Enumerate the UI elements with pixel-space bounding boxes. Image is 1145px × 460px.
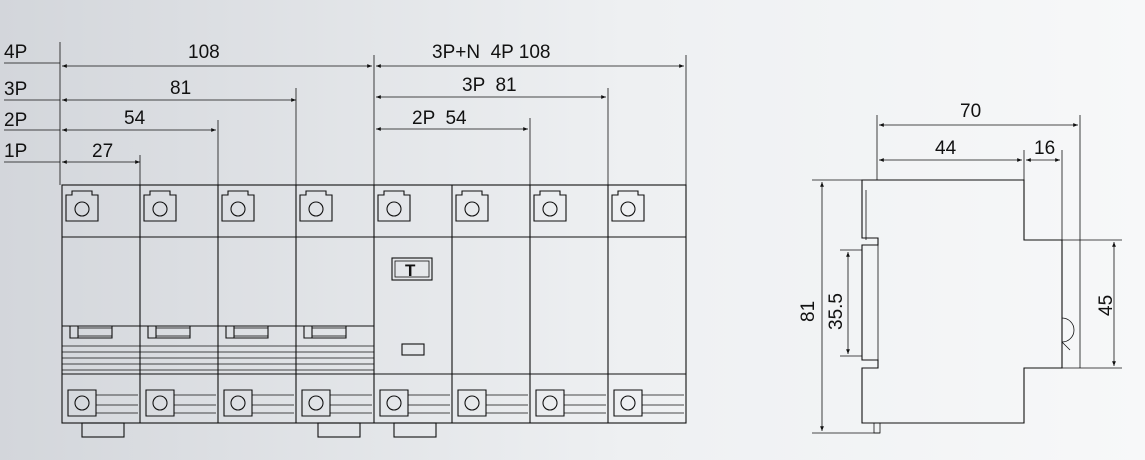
dim-rcd-3p-value: 3P 81	[462, 75, 517, 96]
top-terminal	[221, 190, 255, 222]
bottom-terminal	[457, 389, 487, 417]
din-rail-clip	[317, 422, 361, 438]
dim-3p-value: 81	[170, 78, 191, 99]
top-terminal	[455, 190, 489, 222]
top-terminal	[377, 190, 411, 222]
bottom-terminal-screw	[74, 395, 90, 411]
pole-dimension-table: 4P 3P 2P 1P 108 81 54 27	[4, 42, 375, 185]
dim-4p-value: 108	[188, 42, 220, 63]
bottom-terminal	[613, 389, 643, 417]
label-3p: 3P	[4, 79, 27, 100]
test-button	[391, 257, 433, 281]
bottom-terminal-screw	[464, 395, 480, 411]
mcb-handle-slot	[233, 327, 269, 337]
dim-width-total: 70	[960, 101, 981, 122]
label-1p: 1P	[4, 141, 27, 162]
top-terminal-screw	[230, 201, 246, 217]
top-terminal	[533, 190, 567, 222]
bottom-terminal	[535, 389, 565, 417]
bottom-terminal	[145, 389, 175, 417]
bottom-terminal-screw	[308, 395, 324, 411]
dim-rail-height: 35.5	[826, 293, 847, 330]
mcb-handle-slot	[155, 327, 191, 337]
top-terminal-screw	[620, 201, 636, 217]
top-terminal-screw	[152, 201, 168, 217]
bottom-terminal	[301, 389, 331, 417]
dim-height-total: 81	[798, 301, 819, 322]
bottom-terminal-screw	[542, 395, 558, 411]
bottom-terminal-screw	[386, 395, 402, 411]
test-button-label: T	[405, 261, 416, 280]
label-4p: 4P	[4, 42, 27, 63]
top-terminal-screw	[74, 201, 90, 217]
top-terminal-screw	[386, 201, 402, 217]
top-terminal	[65, 190, 99, 222]
din-rail-clip	[393, 422, 437, 438]
dim-front-height: 45	[1096, 295, 1117, 316]
dim-1p-value: 27	[92, 141, 113, 162]
bottom-terminal	[379, 389, 409, 417]
indicator-window	[401, 343, 425, 356]
dim-width-front: 44	[935, 138, 957, 159]
label-2p: 2P	[4, 110, 27, 131]
top-terminal	[611, 190, 645, 222]
top-terminal-screw	[542, 201, 558, 217]
mcb-handle-slot	[311, 327, 347, 337]
bottom-terminal	[223, 389, 253, 417]
dim-rcd-2p-value: 2P 54	[412, 108, 467, 129]
bottom-terminal	[67, 389, 97, 417]
top-terminal	[299, 190, 333, 222]
rcd-dimension-table: 3P+N 4P 108 3P 81 2P 54	[376, 42, 687, 185]
top-terminal-screw	[308, 201, 324, 217]
bottom-terminal-screw	[230, 395, 246, 411]
dim-width-back: 16	[1034, 138, 1055, 159]
din-rail-clip	[81, 422, 125, 438]
dim-2p-value: 54	[124, 108, 146, 129]
front-view-body: T	[61, 184, 687, 438]
mcb-handle-slot	[77, 327, 113, 337]
dim-rcd-4p-value: 3P+N 4P 108	[432, 42, 551, 63]
top-terminal-screw	[464, 201, 480, 217]
top-terminal	[143, 190, 177, 222]
side-view: 70 44 16 81 35.5 45	[798, 101, 1122, 434]
bottom-terminal-screw	[620, 395, 636, 411]
bottom-terminal-screw	[152, 395, 168, 411]
